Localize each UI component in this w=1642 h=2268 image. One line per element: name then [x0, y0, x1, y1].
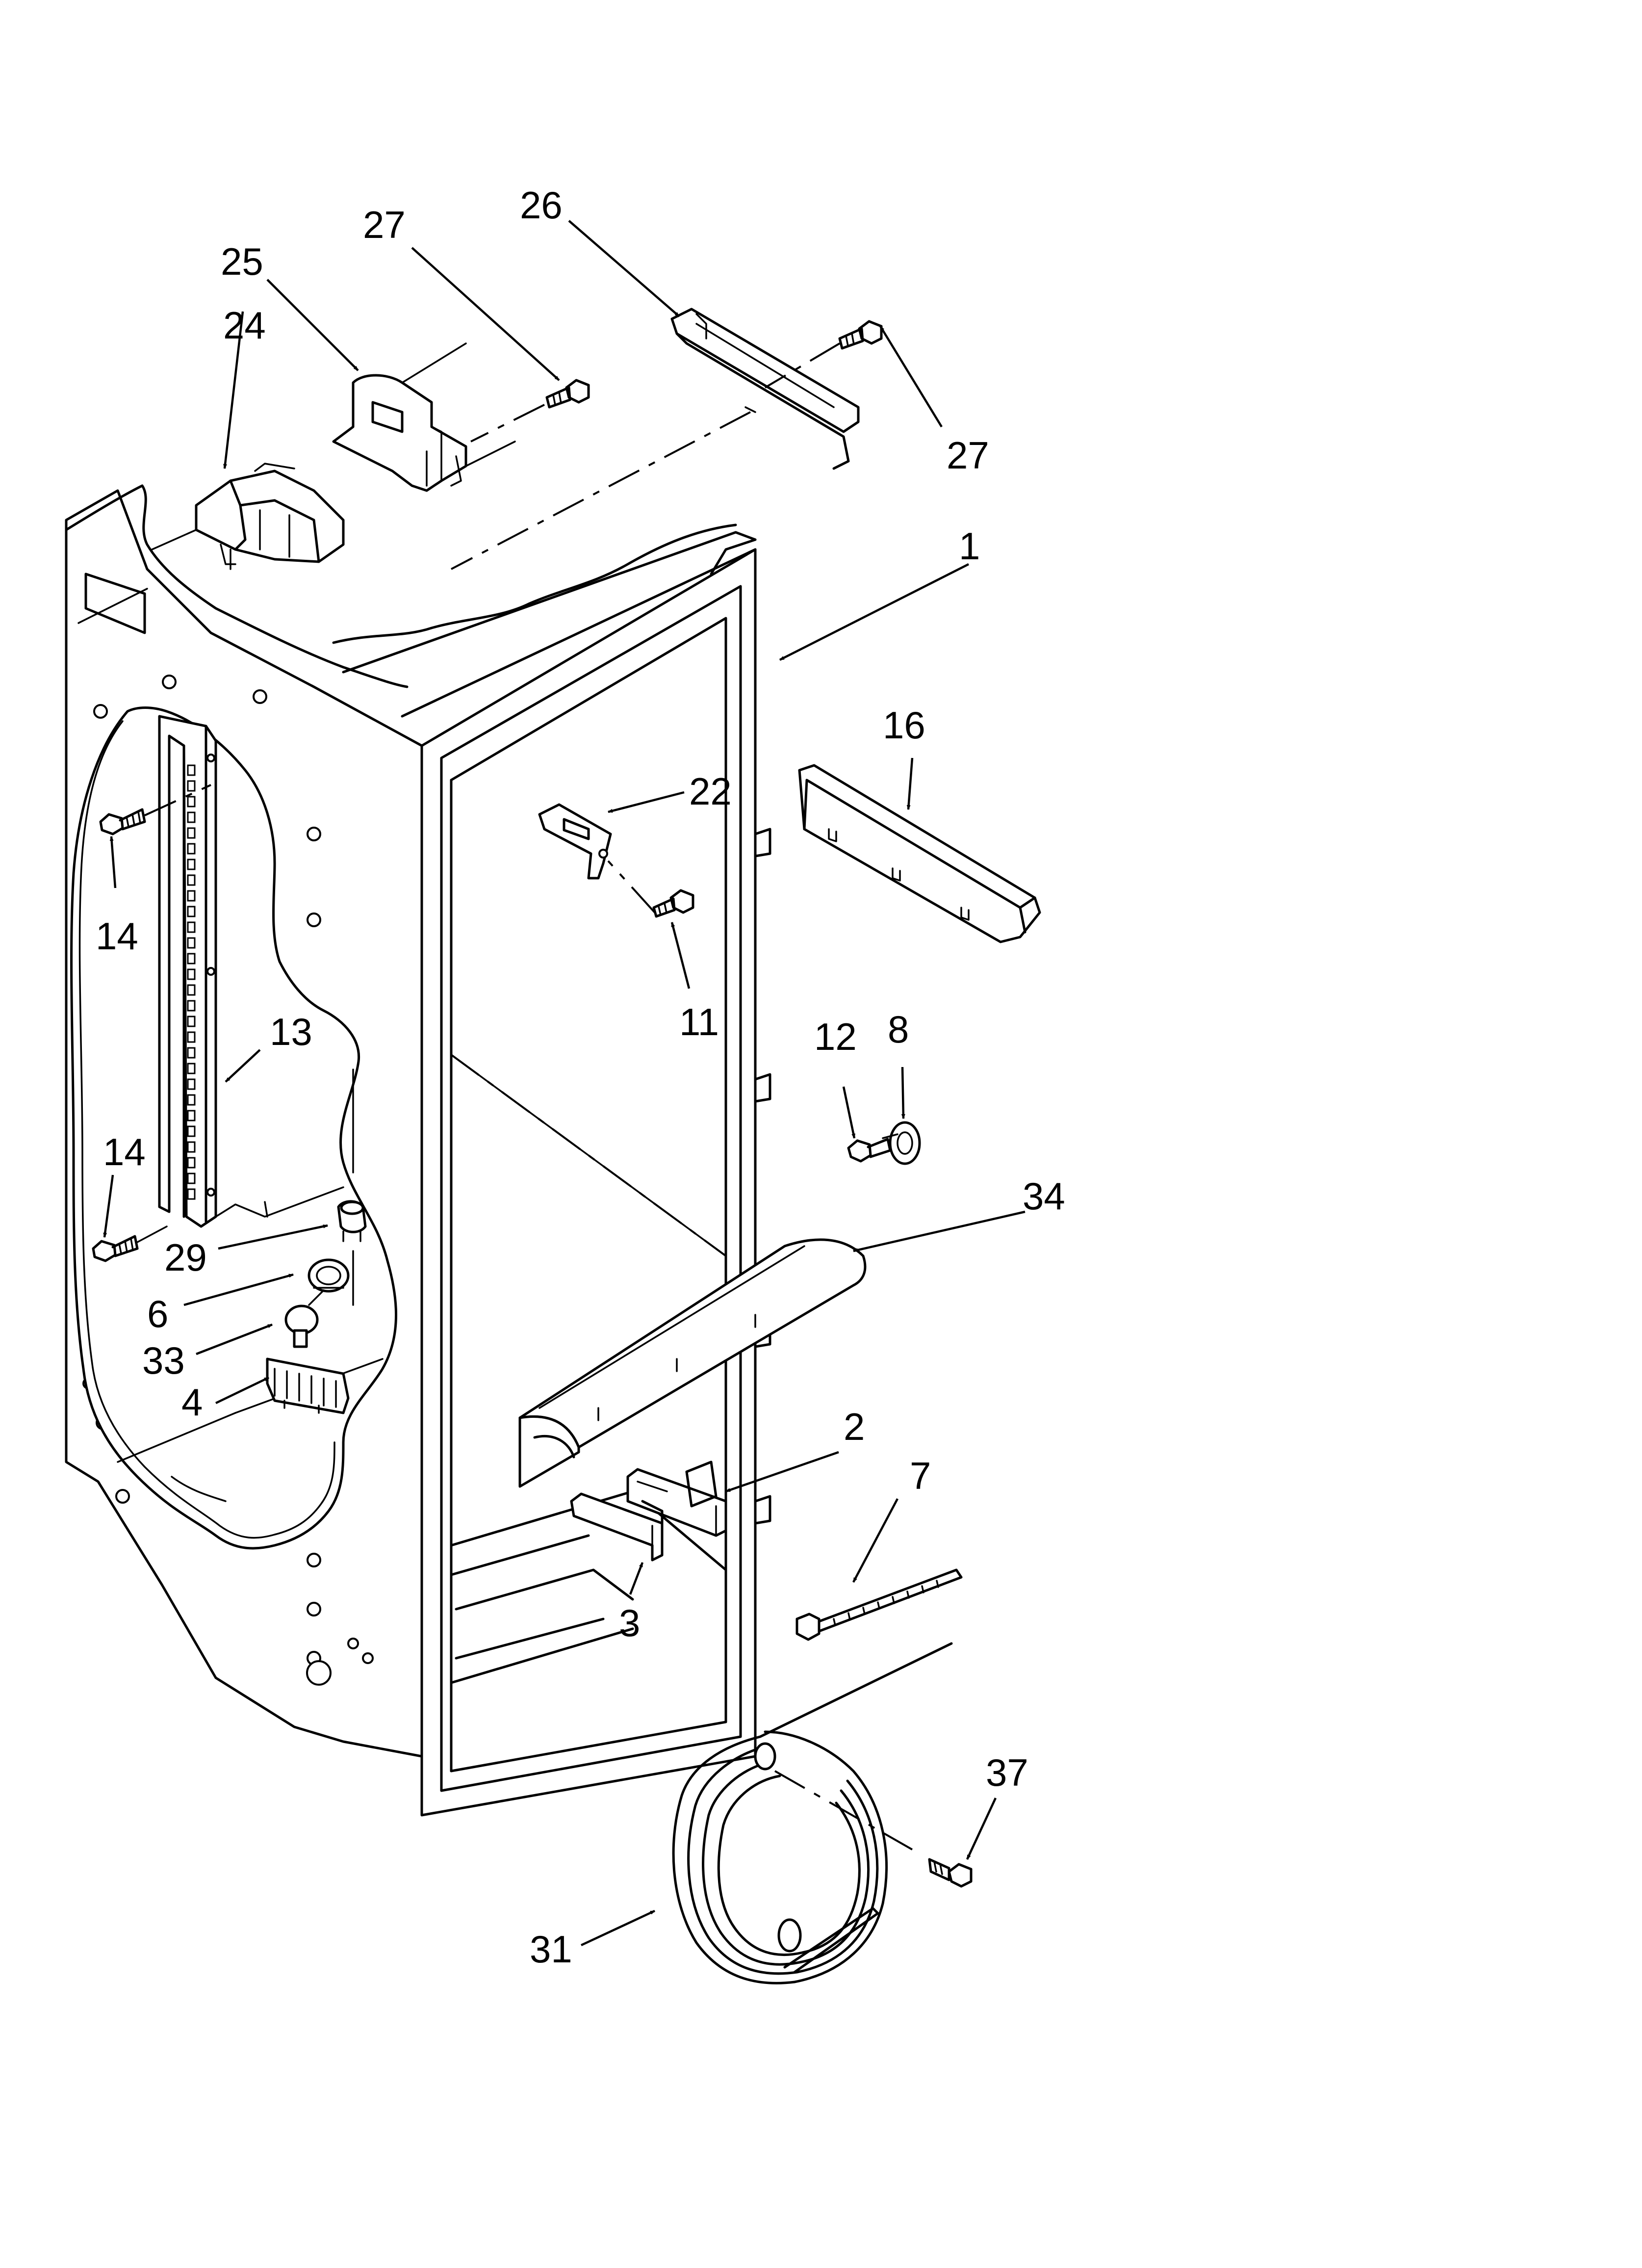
- callout-29: 29: [164, 1236, 207, 1279]
- rail-slot: [187, 1016, 196, 1027]
- bracket-22: [538, 803, 612, 880]
- housing-bracket: [332, 342, 516, 492]
- rail-slot: [187, 906, 196, 917]
- rail-slot: [187, 859, 196, 870]
- screw-12: [847, 1138, 892, 1163]
- callout-3: 3: [619, 1601, 640, 1644]
- callout-16: 16: [883, 704, 925, 747]
- callout-14-lower: 14: [103, 1130, 146, 1173]
- rail-slot: [187, 1110, 196, 1121]
- rail-slot: [187, 1141, 196, 1153]
- light-shield: [266, 1357, 350, 1414]
- light-bulb: [284, 1289, 325, 1348]
- callout-34: 34: [1023, 1174, 1065, 1218]
- rail-slot: [187, 796, 196, 808]
- rail-slot: [187, 953, 196, 965]
- bracket-2: [626, 1460, 727, 1537]
- top-trim: [451, 308, 860, 570]
- screw-14-upper: [99, 784, 211, 835]
- rail-slot: [187, 811, 196, 823]
- callout-6: 6: [147, 1292, 168, 1335]
- rail-slot: [187, 843, 196, 855]
- callout-33: 33: [142, 1339, 185, 1382]
- rail-slot: [187, 874, 196, 886]
- rail-slot: [187, 1047, 196, 1059]
- cable-tie-7: [795, 1568, 963, 1641]
- callout-4: 4: [181, 1381, 203, 1424]
- rail-slot: [187, 890, 196, 902]
- callout-24: 24: [223, 304, 266, 347]
- rail-slot: [187, 1188, 196, 1200]
- rail-slot: [187, 1078, 196, 1090]
- screw-27-upper: [470, 379, 590, 443]
- callout-2: 2: [844, 1405, 865, 1448]
- callout-13: 13: [270, 1010, 312, 1053]
- rail-slot: [187, 1157, 196, 1169]
- rail-slot: [187, 1094, 196, 1106]
- rail-slot: [187, 968, 196, 980]
- spacer-8: [882, 1121, 921, 1165]
- callout-12: 12: [814, 1015, 857, 1058]
- callout-26: 26: [520, 183, 563, 227]
- callout-27-upper: 27: [363, 203, 406, 246]
- screw-14-lower: [92, 1225, 168, 1262]
- screw-11: [607, 860, 694, 918]
- callout-labels: 1 2 3 4 6 7 8 11 12 13 14 14 16 22 24 25…: [96, 183, 1065, 1971]
- panel-16: [798, 764, 1041, 943]
- callout-7: 7: [910, 1454, 931, 1497]
- rail-slot: [187, 1063, 196, 1074]
- callout-31: 31: [530, 1928, 572, 1971]
- rail-slot: [187, 780, 196, 792]
- control-housing: [151, 463, 345, 570]
- water-tube-31: [672, 1642, 953, 1984]
- callout-1: 1: [959, 524, 980, 568]
- screw-37: [928, 1858, 973, 1888]
- rail-slot: [187, 1173, 196, 1184]
- callout-25: 25: [221, 240, 263, 283]
- shelf-rail: [158, 715, 217, 1228]
- callout-27-right: 27: [947, 434, 989, 477]
- rail-slot: [187, 937, 196, 949]
- rail-slot: [187, 1125, 196, 1137]
- light-switch: [308, 1250, 354, 1306]
- rail-slot: [187, 984, 196, 996]
- cabinet-liner: [65, 484, 771, 1817]
- callout-8: 8: [888, 1008, 909, 1051]
- rail-slot: [187, 827, 196, 839]
- callout-22: 22: [689, 770, 732, 813]
- rail-slot: [187, 1000, 196, 1012]
- leader-lines: [103, 220, 1026, 1947]
- bracket-3: [570, 1492, 664, 1562]
- rail-slots: [187, 764, 196, 1200]
- rail-slot: [187, 764, 196, 776]
- rail-slot: [187, 921, 196, 933]
- cover-34: [518, 1238, 867, 1488]
- rail-slot: [187, 1031, 196, 1043]
- lamp-socket: [337, 1200, 367, 1242]
- callout-14-upper: 14: [96, 914, 138, 958]
- callout-11: 11: [679, 1000, 719, 1043]
- screw-27-right: [764, 320, 883, 389]
- callout-37: 37: [986, 1751, 1028, 1794]
